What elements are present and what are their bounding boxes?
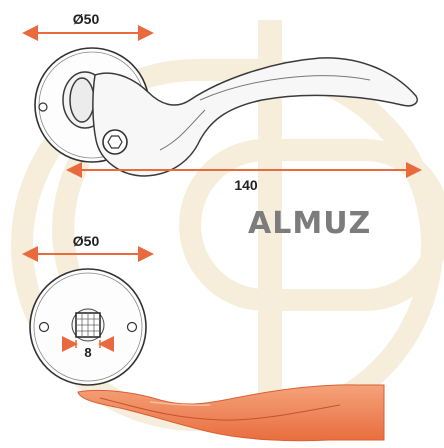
bottom-diameter-dimension: Ø50 [22,233,154,262]
square-spindle [71,308,105,342]
screw-hole-left-top [38,102,48,112]
length-dimension: 140 [66,162,422,193]
lever-handle [62,57,418,177]
screw-hole-right-bottom [126,321,138,333]
brand-logo-text: ALMUZ [248,206,371,241]
length-label: 140 [234,177,258,193]
spindle-label: 8 [84,345,91,360]
spindle-dimension: 8 [62,336,114,360]
top-diameter-dimension: Ø50 [22,11,154,41]
bottom-rosette: 8 [29,268,147,386]
bottom-diameter-label: Ø50 [73,233,100,249]
top-diameter-label: Ø50 [73,11,100,27]
hand-illustration [77,384,385,442]
screw-hole-left-bottom [38,321,50,333]
